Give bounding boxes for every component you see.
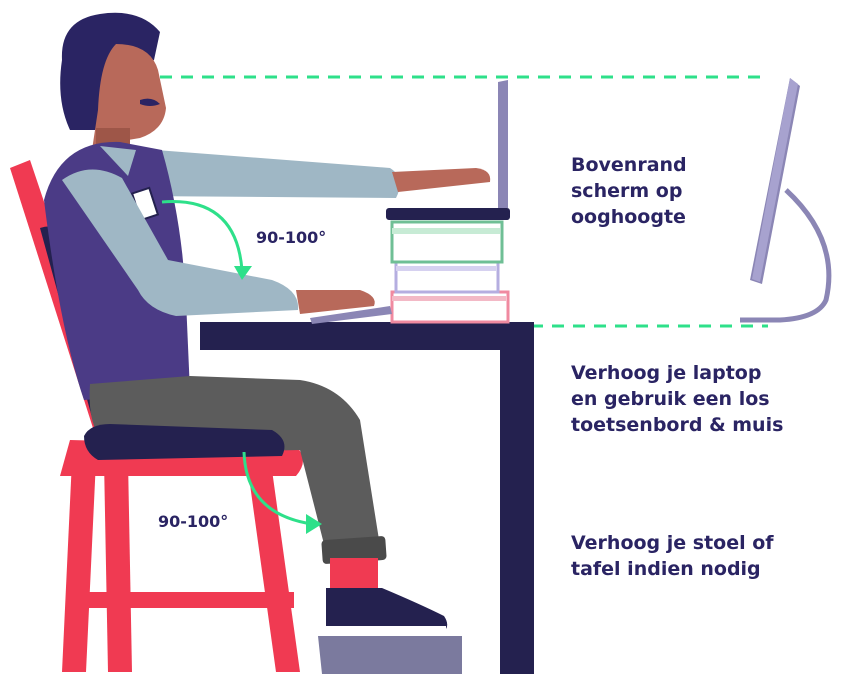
footrest <box>318 636 462 674</box>
laptop <box>386 80 510 220</box>
raise-chair-caption: Verhoog je stoel of tafel indien nodig <box>571 530 774 582</box>
knee-angle-label: 90-100° <box>158 512 228 531</box>
desktop-monitor <box>740 78 829 320</box>
book-stack <box>392 222 508 322</box>
eye-level-caption: Bovenrand scherm op ooghoogte <box>571 152 687 230</box>
raise-laptop-caption: Verhoog je laptop en gebruik een los toe… <box>571 360 783 438</box>
elbow-angle-label: 90-100° <box>256 228 326 247</box>
